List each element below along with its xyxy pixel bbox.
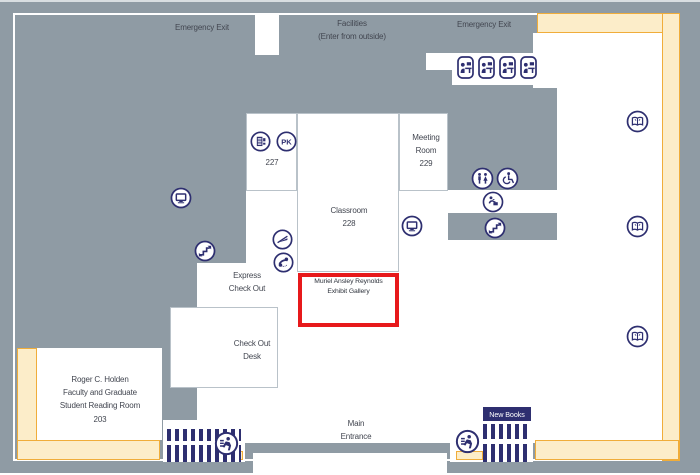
express-line1: Express [233, 271, 261, 280]
emergency-exit-right-label: Emergency Exit [457, 20, 511, 29]
facilities-line2: (Enter from outside) [318, 32, 386, 41]
study-carrel-icon [478, 56, 495, 79]
reading-room-203-label: Roger C. Holden Faculty and Graduate Stu… [60, 373, 140, 426]
reading-line1: Roger C. Holden [71, 375, 129, 384]
book-stacks-icon [626, 325, 649, 348]
computer-icon [401, 215, 423, 237]
right-area-upper [533, 33, 559, 88]
newbooks-shelf-upper [483, 424, 531, 439]
pk-icon-text: PK [281, 137, 292, 146]
restroom-icon [471, 167, 494, 190]
classroom-228 [297, 113, 399, 272]
gallery-line1: Muriel Ansley Reynolds [314, 278, 383, 285]
checkout-desk-label: Check Out Desk [233, 337, 271, 363]
top-door-gap [255, 13, 279, 55]
checkout-line2: Desk [243, 352, 261, 361]
study-carrel-icon [499, 56, 516, 79]
emergency-exit-left-label: Emergency Exit [175, 23, 229, 32]
yellow-band-top [537, 13, 679, 33]
room-227 [246, 113, 297, 191]
meeting-room-line2: Room [415, 146, 437, 155]
classroom-line1: Classroom [330, 206, 368, 215]
book-return-slot-icon [272, 229, 293, 250]
right-reading-area [557, 33, 663, 440]
express-checkout-label: Express Check Out [228, 269, 266, 295]
drinking-fountain-icon [482, 191, 504, 213]
security-gate-icon [455, 429, 480, 454]
computer-icon [170, 187, 192, 209]
stairs-icon [194, 240, 216, 262]
exhibit-gallery-highlight [298, 273, 399, 327]
wheelchair-icon [496, 167, 519, 190]
checkout-line1: Check Out [233, 339, 271, 348]
study-carrel-icon [457, 56, 474, 79]
yellow-band-bottom [535, 440, 679, 460]
carrel-nook-step [426, 53, 460, 70]
copy-key-icon: PK [276, 131, 297, 152]
stairs-icon [484, 217, 506, 239]
main-line2: Entrance [340, 431, 372, 441]
book-stacks-icon [626, 110, 649, 133]
meeting-room-line1: Meeting [412, 133, 440, 142]
new-books-sign-text: New Books [489, 409, 525, 419]
classroom-line2: 228 [342, 219, 356, 228]
south-corridor [448, 240, 557, 263]
main-line1: Main [347, 419, 365, 428]
new-books-sign: New Books [483, 407, 531, 421]
meeting-room-line3: 229 [419, 159, 433, 168]
express-line2: Check Out [228, 284, 266, 293]
facilities-line1: Facilities [337, 19, 367, 28]
security-gate-icon [214, 431, 239, 456]
reading-line3: Student Reading Room [59, 401, 141, 411]
facilities-label: Facilities (Enter from outside) [318, 17, 386, 43]
newbooks-shelf-lower [483, 444, 531, 462]
main-entrance-gap [253, 453, 447, 473]
yellow-band-right [662, 13, 680, 461]
classroom-228-label: Classroom 228 [331, 204, 368, 230]
reading-line2: Faculty and Graduate [63, 388, 137, 398]
meeting-room-229-label: Meeting Room 229 [412, 131, 440, 170]
reading-room-203 [37, 348, 162, 440]
study-carrel-icon [520, 56, 537, 79]
checkout-desk [170, 307, 278, 388]
main-entrance-label: Main Entrance [341, 418, 372, 443]
photocopier-icon [250, 131, 271, 152]
meeting-room-229 [399, 113, 448, 191]
exhibit-gallery-label: Muriel Ansley Reynolds Exhibit Gallery [298, 277, 399, 296]
top-edge [0, 0, 700, 2]
telephone-icon [273, 252, 294, 273]
gallery-line2: Exhibit Gallery [327, 287, 370, 295]
room-227-label: 227 [265, 158, 279, 167]
book-stacks-icon [626, 215, 649, 238]
yellow-band-reading-bottom [17, 440, 160, 460]
reading-line4: 203 [93, 414, 107, 424]
